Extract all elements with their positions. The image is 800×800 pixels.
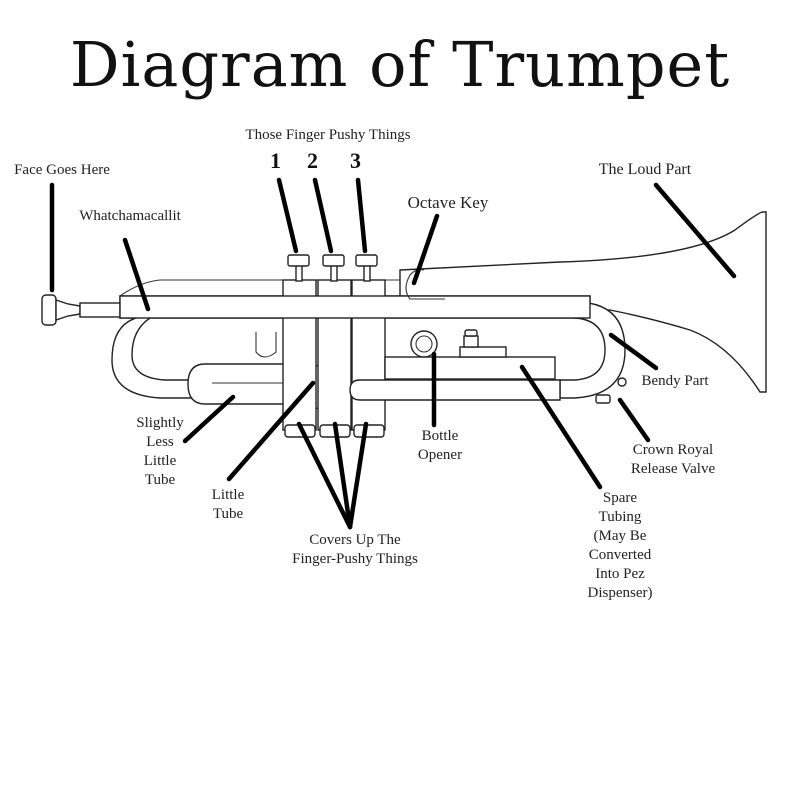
valve-number-1: 1	[270, 148, 281, 173]
bendy-part-tube	[559, 301, 626, 399]
label-loud-part: The Loud Part	[598, 161, 692, 178]
crown-royal-valve	[617, 377, 627, 387]
leader-valve-2	[312, 177, 334, 254]
finger-hook	[255, 332, 277, 358]
label-whatchamacallit: Whatchamacallit	[79, 208, 181, 224]
label-bottle-opener: Bottle Opener	[417, 428, 463, 463]
label-finger-pushy-things: Those Finger Pushy Things	[245, 127, 411, 143]
leader-octave-key	[411, 213, 440, 286]
mouthpiece	[41, 294, 57, 326]
leader-whatchamacallit	[122, 237, 151, 312]
bottle-opener-ring	[410, 330, 438, 358]
label-covers-up: Covers Up The Finger-Pushy Things	[292, 532, 418, 567]
valve-button-1	[287, 254, 310, 267]
leader-loud-part	[653, 182, 737, 279]
label-octave-key: Octave Key	[407, 193, 489, 212]
leader-covers-2	[332, 421, 353, 530]
valve-button-2	[322, 254, 345, 267]
label-spare-tubing: Spare Tubing (May Be Converted Into Pez …	[587, 490, 653, 601]
leader-slightly-less	[182, 394, 236, 444]
label-face-goes-here: Face Goes Here	[14, 162, 110, 178]
slightly-less-little-tube	[187, 363, 301, 405]
leader-valve-3	[355, 177, 368, 254]
label-bendy-part: Bendy Part	[641, 373, 709, 389]
label-slightly-less-little-tube: Slightly Less Little Tube	[136, 415, 184, 488]
diagram-title: Diagram of Trumpet	[69, 28, 731, 101]
leader-covers-1	[296, 421, 353, 530]
leader-bendy-part	[608, 332, 659, 371]
label-crown-royal: Crown Royal Release Valve	[630, 442, 716, 477]
leader-crown-royal	[617, 397, 651, 443]
bottom-cap-3	[353, 424, 385, 438]
valve-button-3	[355, 254, 378, 267]
leader-valve-1	[276, 177, 299, 254]
leader-little-tube	[226, 380, 316, 482]
valve-number-3: 3	[350, 148, 361, 173]
leader-spare-tubing	[519, 364, 603, 490]
leader-covers-3	[347, 421, 369, 530]
first-loop	[111, 315, 196, 399]
valve-number-2: 2	[307, 148, 318, 173]
label-little-tube: Little Tube	[211, 487, 245, 522]
